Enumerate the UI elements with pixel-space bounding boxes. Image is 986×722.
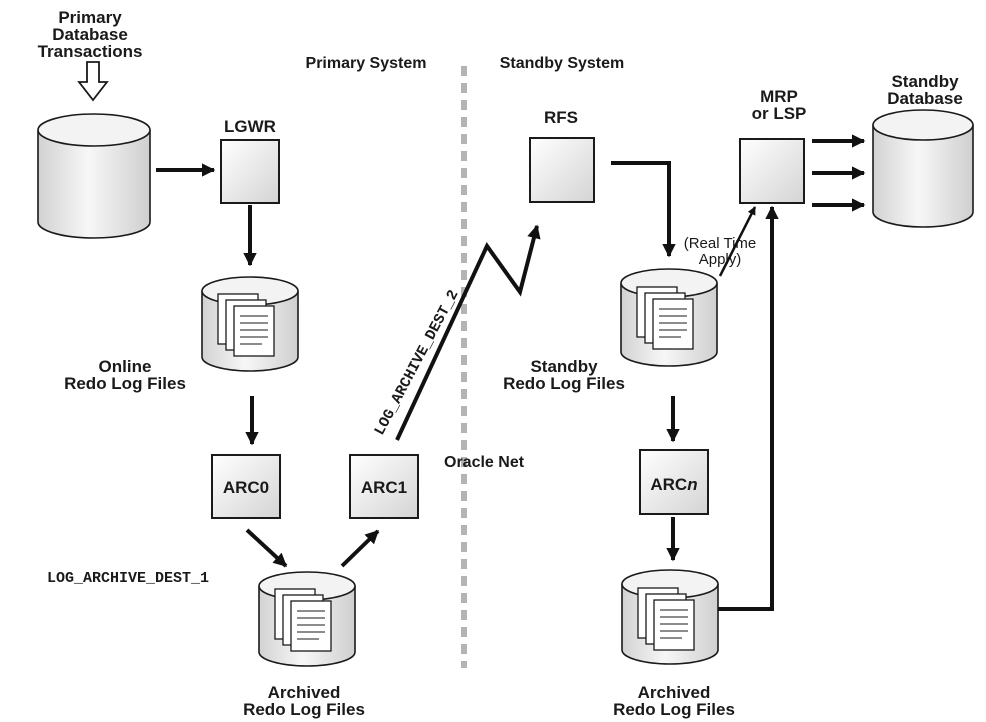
arrow-rfs-to-standby-redo — [611, 161, 676, 258]
svg-text:Redo Log Files: Redo Log Files — [243, 700, 365, 719]
primary-system-label: Primary System — [306, 55, 427, 72]
svg-text:Transactions: Transactions — [38, 42, 143, 61]
svg-text:Primary: Primary — [58, 8, 122, 27]
arcn-label: ARCn — [650, 475, 697, 494]
archived-redo-log-files-primary-icon — [258, 571, 356, 667]
svg-text:Archived: Archived — [268, 683, 341, 702]
arc0-label: ARC0 — [223, 478, 269, 497]
arc1-process-box — [349, 454, 419, 519]
svg-text:(Real Time: (Real Time — [684, 235, 757, 252]
standby-database-icon — [872, 109, 974, 228]
svg-text:Standby: Standby — [530, 357, 598, 376]
archived-redo-log-files-standby-label: Archived Redo Log Files — [613, 683, 735, 719]
online-redo-log-files-label: Online Redo Log Files — [64, 357, 186, 393]
svg-text:Database: Database — [887, 89, 963, 108]
standby-database-label: Standby Database — [887, 72, 963, 108]
mrp-lsp-label: MRP or LSP — [752, 87, 807, 123]
lgwr-process-box — [220, 139, 280, 204]
svg-text:Apply): Apply) — [699, 251, 742, 268]
svg-text:Standby: Standby — [891, 72, 959, 91]
standby-system-label: Standby System — [500, 55, 624, 72]
arrow-archived-to-arc1 — [340, 529, 380, 568]
log-archive-dest-2-label: LOG_ARCHIVE_DEST_2 — [371, 287, 462, 438]
log-archive-dest-1-label: LOG_ARCHIVE_DEST_1 — [47, 570, 209, 587]
svg-text:Redo Log Files: Redo Log Files — [503, 374, 625, 393]
svg-text:Database: Database — [52, 25, 128, 44]
arrow-real-time-apply — [718, 206, 757, 277]
real-time-apply-label: (Real Time Apply) — [684, 235, 757, 268]
online-redo-log-files-icon — [201, 276, 299, 372]
arrow-arc1-to-rfs-network — [395, 224, 541, 441]
mrp-lsp-process-box — [739, 138, 805, 204]
rfs-process-box — [529, 137, 595, 203]
standby-redo-log-files-icon — [620, 268, 718, 367]
arrow-archived-to-mrp — [718, 205, 779, 611]
archived-redo-log-files-standby-icon — [621, 569, 719, 665]
rfs-label: RFS — [544, 108, 578, 127]
svg-text:Online: Online — [99, 357, 152, 376]
archived-redo-log-files-primary-label: Archived Redo Log Files — [243, 683, 365, 719]
oracle-net-label: Oracle Net — [444, 454, 525, 471]
svg-text:Archived: Archived — [638, 683, 711, 702]
arc1-label: ARC1 — [361, 478, 407, 497]
arcn-process-box — [639, 449, 709, 515]
arc0-process-box — [211, 454, 281, 519]
transactions-hollow-arrow-icon — [77, 61, 109, 102]
primary-database-icon — [37, 113, 151, 239]
primary-transactions-label: Primary Database Transactions — [38, 8, 143, 61]
svg-text:MRP: MRP — [760, 87, 798, 106]
lgwr-label: LGWR — [224, 117, 276, 136]
svg-text:or LSP: or LSP — [752, 104, 807, 123]
standby-redo-log-files-label: Standby Redo Log Files — [503, 357, 625, 393]
svg-text:Redo Log Files: Redo Log Files — [613, 700, 735, 719]
arrow-arc0-to-archived — [245, 528, 288, 568]
svg-text:Redo Log Files: Redo Log Files — [64, 374, 186, 393]
